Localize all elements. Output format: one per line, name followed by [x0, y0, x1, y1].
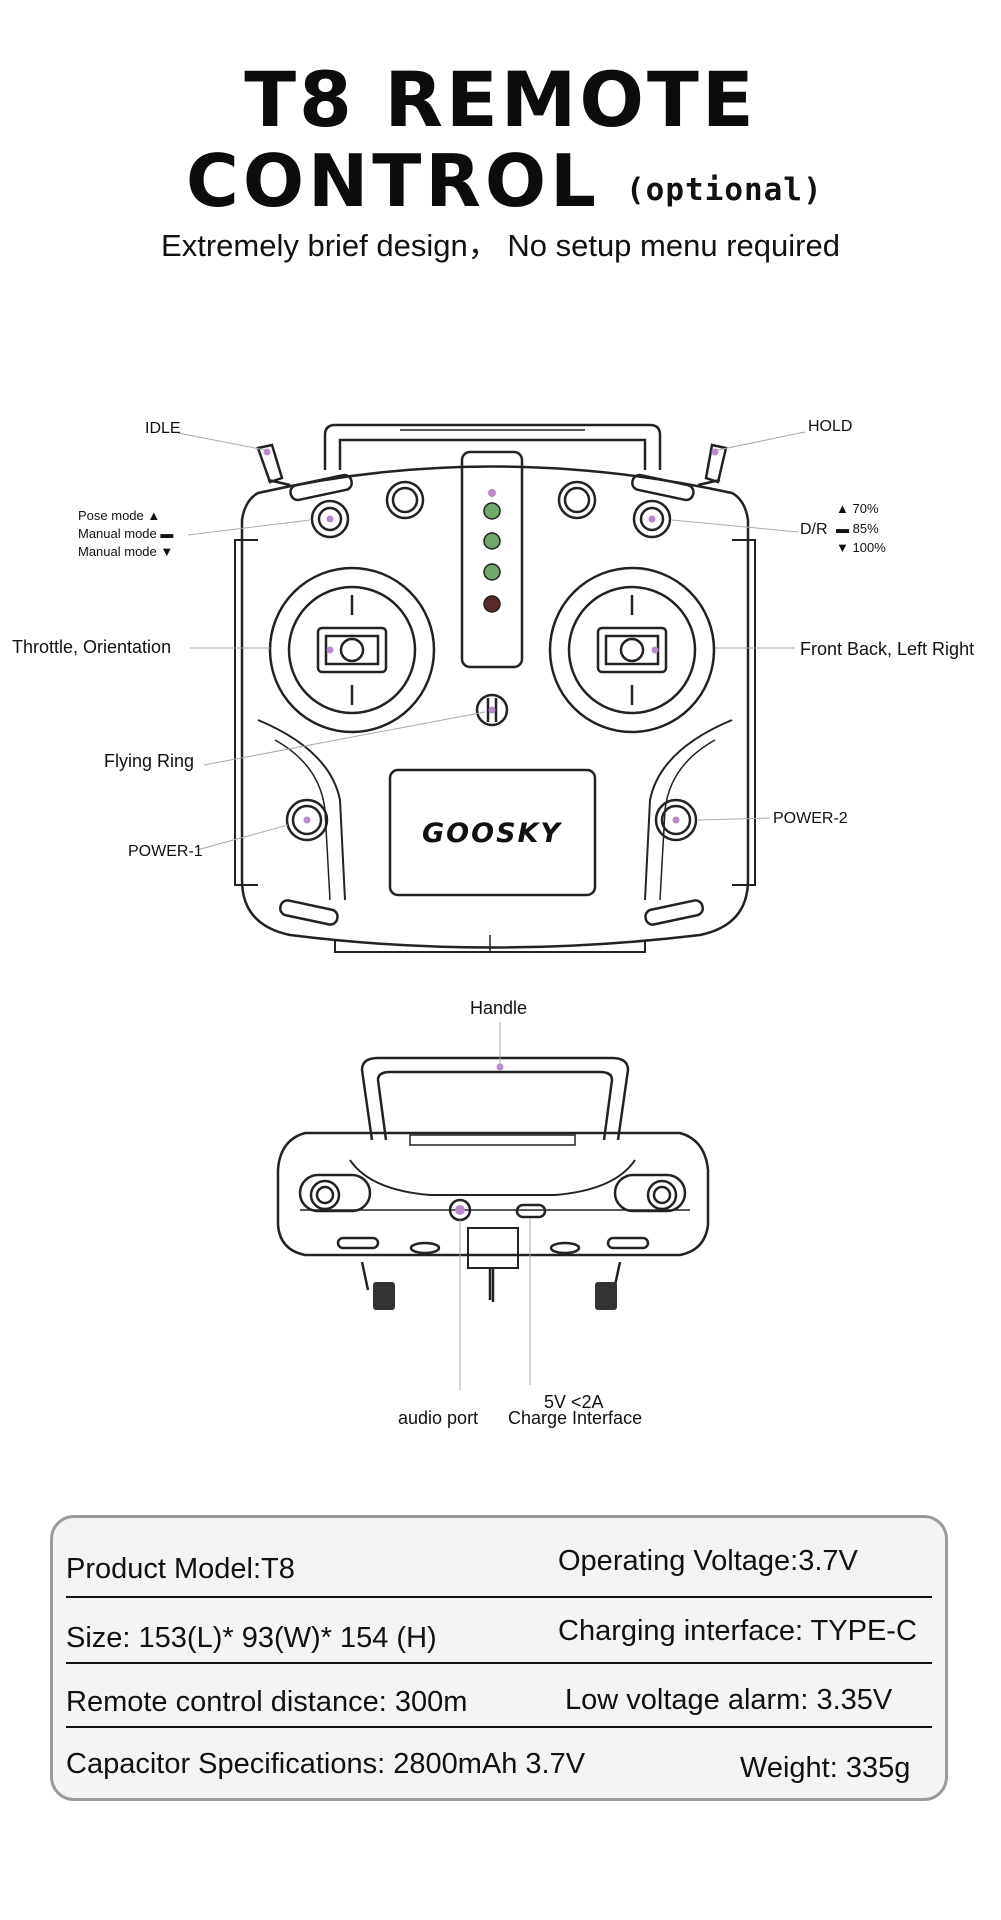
- power-1-button: [285, 798, 329, 842]
- spec-weight: Weight: 335g: [740, 1752, 911, 1784]
- triangle-down-icon: ▼: [160, 544, 174, 559]
- bottom-body: [276, 1131, 710, 1257]
- top-handle-outline: [323, 423, 662, 470]
- spec-table: [50, 1515, 948, 1801]
- spec-voltage: Operating Voltage:3.7V: [558, 1545, 858, 1577]
- led-2: [483, 532, 501, 550]
- hold-label: HOLD: [808, 418, 853, 435]
- title-line-1: T8 REMOTE: [244, 55, 757, 144]
- hold-switch: [704, 443, 728, 484]
- triangle-up-icon: ▲: [836, 501, 849, 516]
- brand-screen: [388, 768, 597, 897]
- idle-switch: [256, 443, 284, 484]
- spec-alarm: Low voltage alarm: 3.35V: [565, 1684, 893, 1716]
- flying-ring-switch: [475, 693, 509, 727]
- controller-body: [240, 465, 750, 949]
- spec-charging: Charging interface: TYPE-C: [558, 1615, 917, 1647]
- right-bottom-knob: [595, 1282, 617, 1310]
- top-left-slot: [289, 473, 353, 502]
- manual-mode-label-1: Manual mode ▬: [78, 526, 174, 541]
- left-gimbal-outer: [268, 566, 436, 734]
- manual-mode-label-2: Manual mode ▼: [78, 544, 174, 559]
- led-panel: [460, 450, 524, 669]
- brand-logo: GOOSKY: [422, 818, 562, 849]
- spec-divider: [66, 1596, 932, 1598]
- led-4: [483, 595, 501, 613]
- subtitle: Extremely brief design， No setup menu re…: [161, 228, 840, 263]
- led-3: [483, 563, 501, 581]
- dr-100-label: ▼ 100%: [836, 540, 886, 555]
- power-2-label: POWER-2: [773, 810, 848, 827]
- led-1: [483, 502, 501, 520]
- spec-divider: [66, 1662, 932, 1664]
- spec-divider: [66, 1726, 932, 1728]
- spec-size: Size: 153(L)* 93(W)* 154 (H): [66, 1622, 437, 1654]
- dash-icon: ▬: [160, 526, 174, 541]
- flying-ring-label: Flying Ring: [104, 751, 195, 771]
- dr-label: D/R: [800, 521, 828, 538]
- bottom-handle-outline: [360, 1056, 630, 1141]
- pose-mode-label: Pose mode ▲: [78, 508, 161, 523]
- dash-icon: ▬: [836, 521, 849, 536]
- title-line-2: CONTROL: [186, 139, 600, 223]
- front-back-label: Front Back, Left Right: [800, 639, 975, 659]
- spec-model: Product Model:T8: [66, 1553, 295, 1585]
- audio-port-label: audio port: [398, 1408, 479, 1428]
- spec-capacitor: Capacitor Specifications: 2800mAh 3.7V: [66, 1748, 586, 1780]
- optional-tag: (optional): [626, 172, 823, 208]
- triangle-up-icon: ▲: [147, 508, 161, 523]
- left-bottom-knob: [373, 1282, 395, 1310]
- handle-label: Handle: [470, 998, 528, 1018]
- power-1-label: POWER-1: [128, 843, 203, 860]
- top-right-slot: [631, 473, 695, 502]
- idle-label: IDLE: [145, 420, 181, 437]
- power-2-button: [654, 798, 698, 842]
- dr-70-label: ▲ 70%: [836, 501, 879, 516]
- usb-c-port: [515, 1203, 547, 1219]
- charge-interface-label: Charge Interface: [508, 1408, 643, 1428]
- dr-85-label: ▬ 85%: [836, 521, 879, 536]
- charge-spec-label: 5V <2A: [544, 1392, 604, 1412]
- throttle-label: Throttle, Orientation: [12, 637, 172, 657]
- right-gimbal-outer: [548, 566, 716, 734]
- spec-distance: Remote control distance: 300m: [66, 1686, 468, 1718]
- triangle-down-icon: ▼: [836, 540, 849, 555]
